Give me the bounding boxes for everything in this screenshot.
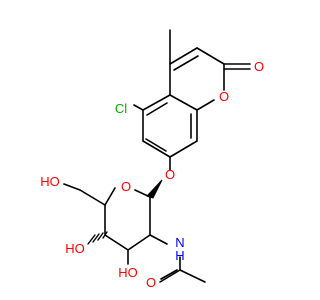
- acetyl-oxygen: O: [146, 275, 156, 290]
- sugar-ring-oxygen: O: [121, 179, 131, 194]
- carbonyl-oxygen: O: [254, 59, 264, 74]
- c3-hydroxyl-label: HO: [118, 265, 138, 280]
- aryl-ether-oxygen: O: [165, 167, 175, 182]
- hydroxymethyl-label: HO: [40, 174, 60, 189]
- c4-hydroxyl-label: HO: [65, 241, 85, 256]
- amide-hydrogen: H: [175, 248, 184, 263]
- hash-bond: [87, 231, 108, 245]
- molecule-structure: O O Cl O O HO HO HO N H O: [40, 29, 264, 290]
- bonds: [63, 29, 251, 283]
- atom-labels: O O Cl O O HO HO HO N H O: [40, 59, 264, 290]
- amide-nitrogen: N: [175, 235, 184, 250]
- chloro-label: Cl: [115, 101, 127, 116]
- ring-oxygen: O: [219, 89, 229, 104]
